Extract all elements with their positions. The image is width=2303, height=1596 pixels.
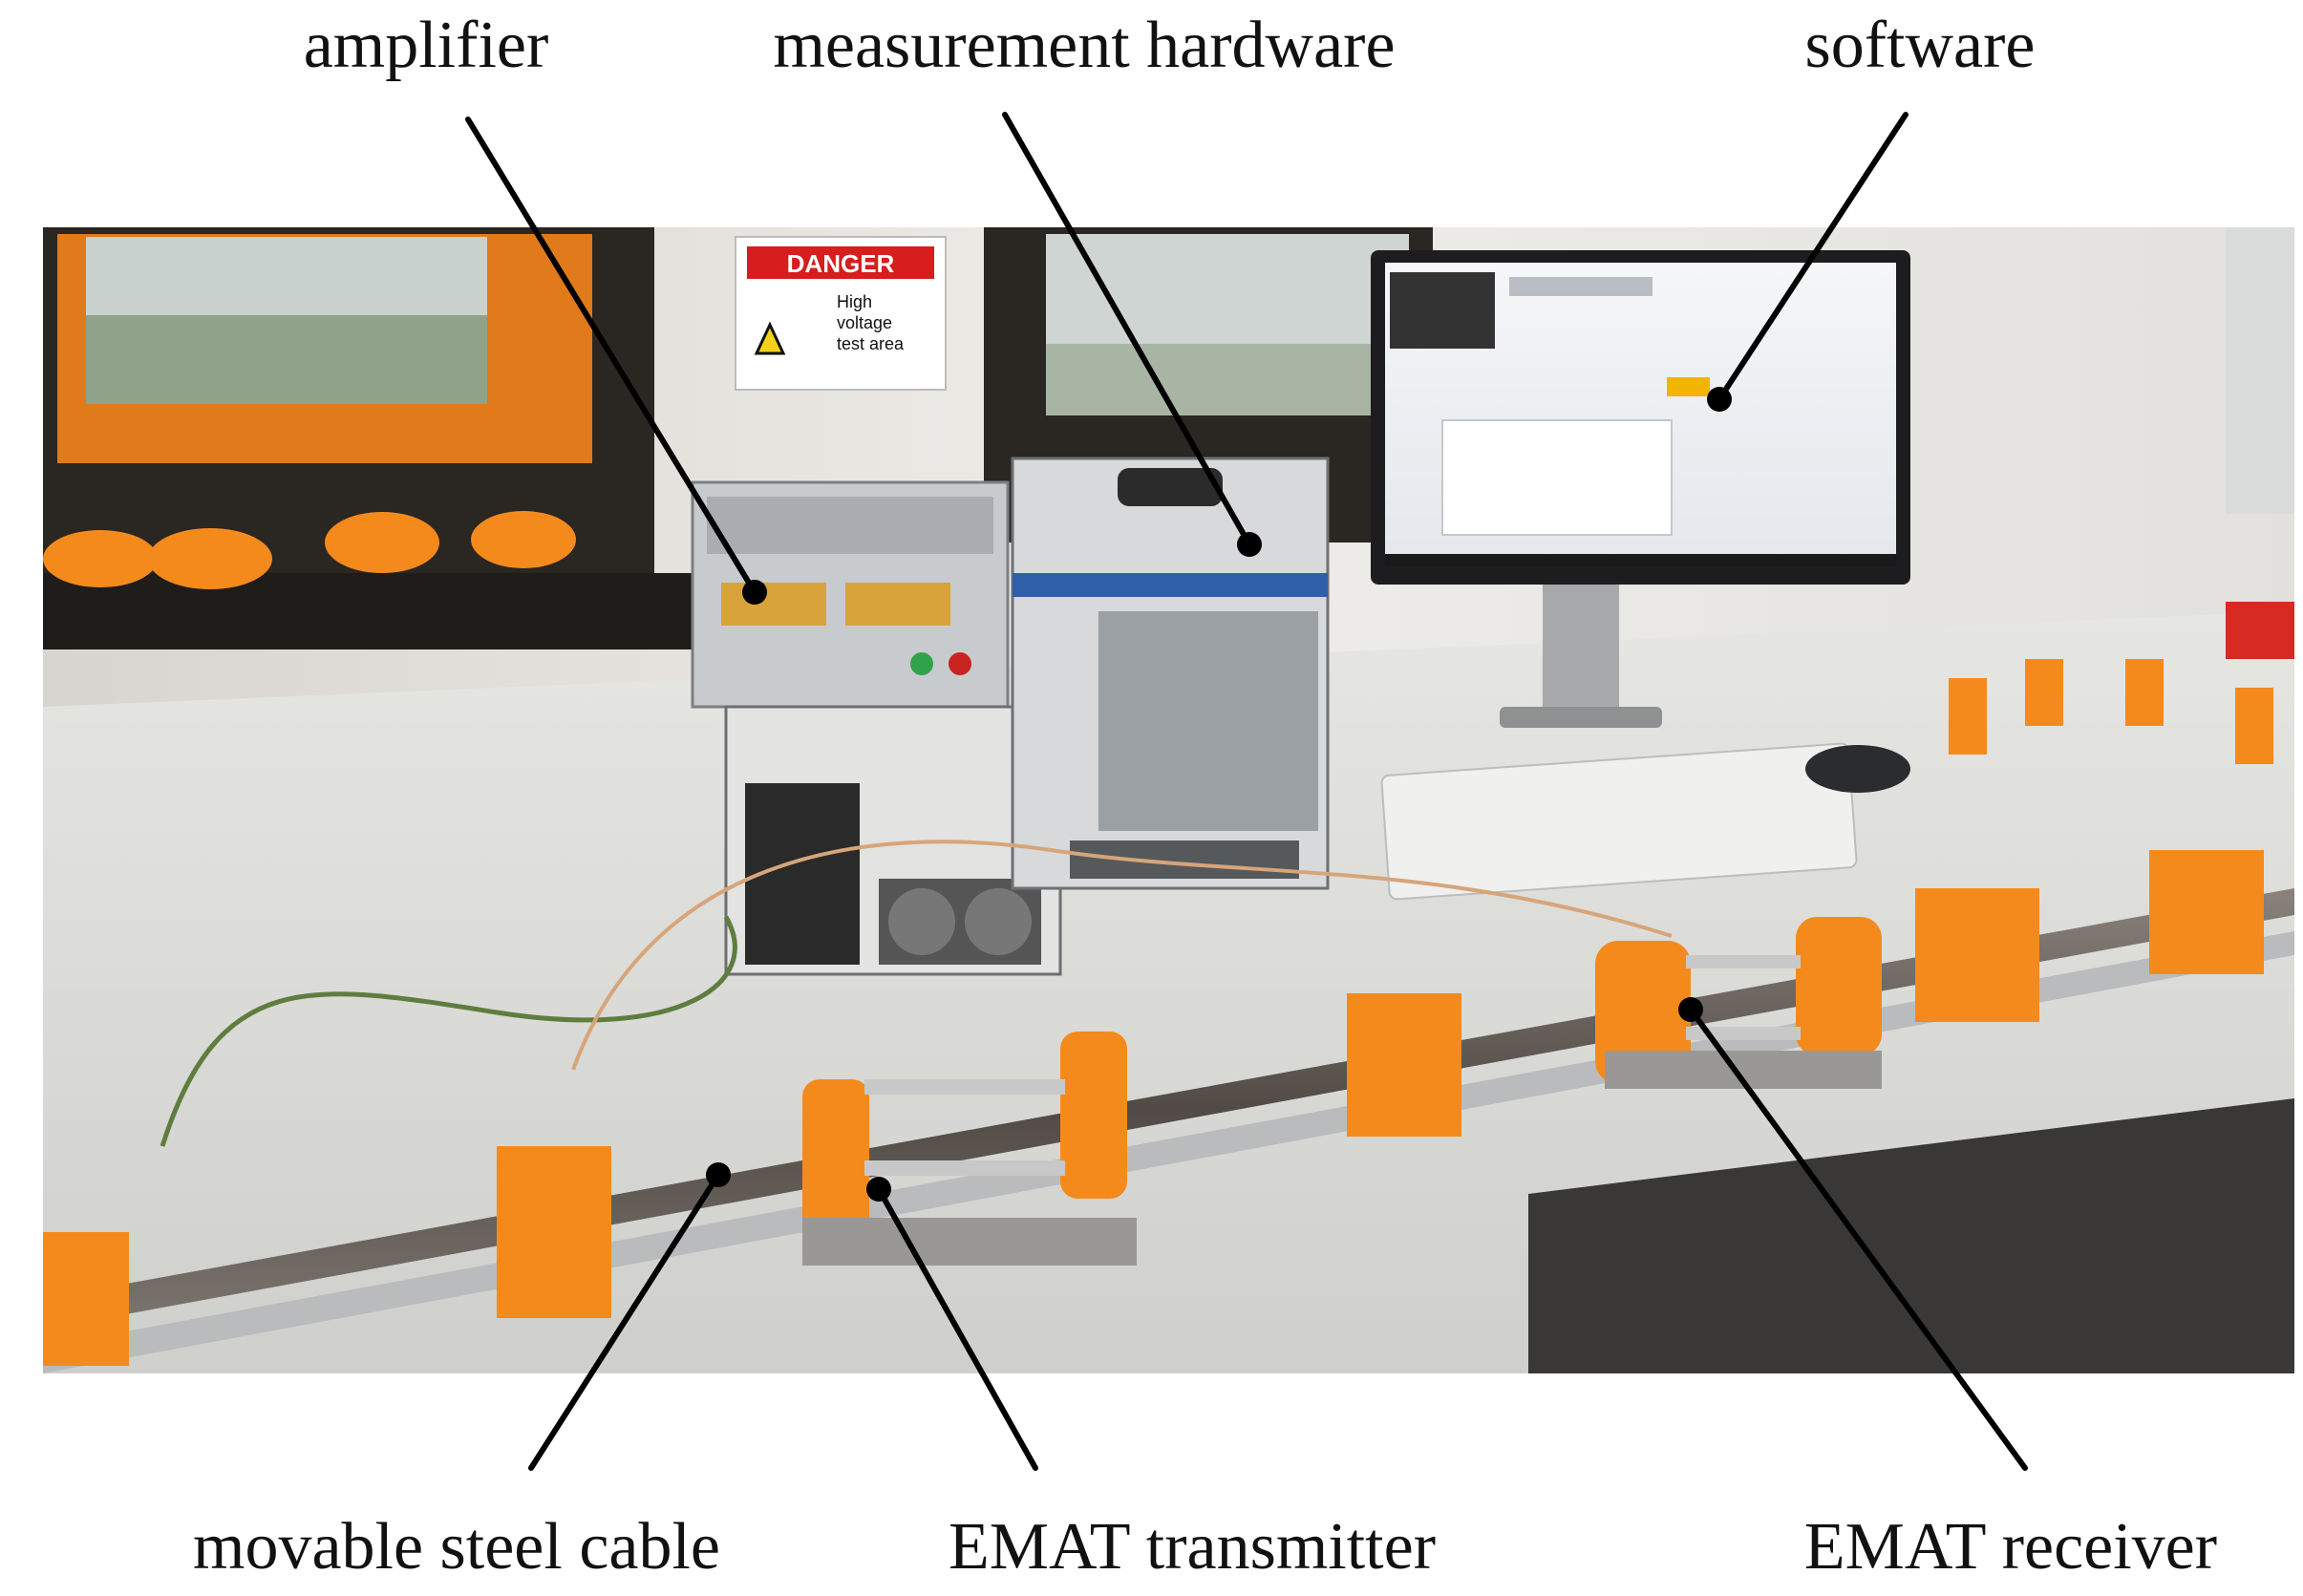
leader-amplifier bbox=[465, 117, 757, 595]
leader-dot-amplifier bbox=[742, 580, 767, 605]
danger-sign-line3: test area bbox=[837, 334, 905, 353]
label-movable-steel-cable: movable steel cable bbox=[193, 1510, 720, 1584]
mouse bbox=[1805, 745, 1910, 793]
shelf-orange-parts bbox=[43, 511, 693, 649]
lab-setup-photo: DANGER High voltage test area bbox=[43, 227, 2294, 1373]
left-window bbox=[43, 227, 654, 638]
leader-dot-emat-receiver bbox=[1678, 997, 1703, 1022]
leader-movable-steel-cable bbox=[528, 1172, 721, 1471]
leader-dot-movable-steel-cable bbox=[706, 1162, 731, 1187]
amplifier-unit bbox=[691, 480, 1010, 709]
cable-supports bbox=[43, 850, 2264, 1366]
emat-transmitter bbox=[802, 1032, 1137, 1266]
tan-wire bbox=[571, 840, 1673, 1071]
label-software: software bbox=[1804, 9, 2035, 82]
leader-dot-emat-transmitter bbox=[866, 1177, 891, 1202]
green-wire bbox=[160, 915, 737, 1147]
danger-sign-title: DANGER bbox=[787, 249, 895, 278]
leader-dot-software bbox=[1707, 387, 1732, 412]
label-amplifier: amplifier bbox=[304, 9, 549, 82]
coil-spools bbox=[1949, 602, 2294, 764]
emat-receiver bbox=[1595, 917, 1882, 1089]
right-window bbox=[2226, 227, 2294, 514]
label-emat-transmitter: EMAT transmitter bbox=[949, 1510, 1436, 1584]
leader-lines bbox=[465, 112, 2028, 1471]
leader-emat-receiver bbox=[1688, 1007, 2028, 1471]
danger-sign: DANGER High voltage test area bbox=[735, 236, 947, 391]
label-measurement-hardware: measurement hardware bbox=[773, 9, 1395, 82]
figure-labels: amplifier measurement hardware software … bbox=[193, 9, 2217, 1584]
monitor bbox=[1371, 250, 1910, 728]
danger-sign-line2: voltage bbox=[837, 313, 892, 332]
leader-measurement-hardware bbox=[1002, 112, 1252, 547]
leader-software bbox=[1717, 112, 1909, 402]
signal-generator bbox=[724, 705, 1062, 976]
measurement-hardware-unit bbox=[1011, 457, 1330, 890]
leader-emat-transmitter bbox=[876, 1186, 1038, 1471]
warning-triangle-icon bbox=[754, 321, 786, 355]
label-emat-receiver: EMAT receiver bbox=[1804, 1510, 2217, 1584]
leader-dot-measurement-hardware bbox=[1237, 532, 1262, 557]
danger-sign-line1: High bbox=[837, 292, 872, 311]
keyboard bbox=[1380, 742, 1858, 901]
under-desk bbox=[1528, 1098, 2294, 1373]
